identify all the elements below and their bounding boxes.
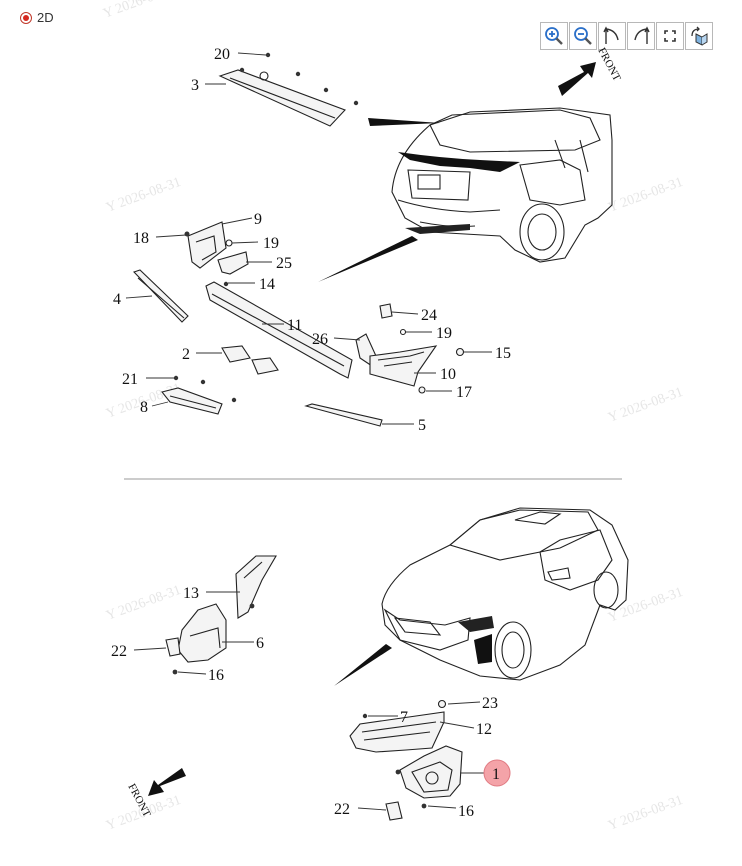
callout-1: 1	[492, 766, 500, 783]
fit-screen-icon	[664, 30, 676, 42]
callout-3: 3	[191, 77, 199, 94]
callout-15: 15	[495, 345, 511, 362]
callout-16: 16	[458, 803, 474, 820]
callouts-upper: 20 3 9 18 19 25 14 4 24 11 19 26 2 15 21…	[113, 46, 511, 434]
callout-18: 18	[133, 230, 149, 247]
rear-vehicle-illustration	[391, 107, 613, 263]
leader-lines-upper	[125, 52, 492, 425]
callout-22: 22	[111, 643, 127, 660]
rotate-right-icon	[634, 26, 650, 44]
callout-11: 11	[287, 317, 302, 334]
part-11-bumper-bar	[205, 281, 353, 379]
watermark: Y 2026-08-31	[104, 583, 183, 624]
view-mode-label: 2D	[37, 10, 54, 25]
watermark: Y 2026-08-31	[606, 385, 685, 426]
callout-17: 17	[456, 384, 472, 401]
callout-19: 19	[263, 235, 279, 252]
part-10-reflector-cluster	[355, 303, 465, 394]
callout-12: 12	[476, 721, 492, 738]
reset-view-icon	[691, 26, 708, 46]
watermark: Y 2026-08-31	[606, 175, 685, 216]
front-label: FRONT	[595, 46, 623, 84]
radio-selected-icon	[20, 11, 32, 24]
callout-22: 22	[334, 801, 350, 818]
pointer-wedge	[334, 644, 392, 686]
fit-screen-button[interactable]	[656, 22, 684, 50]
callouts-lower: 13 6 22 16 23 7 12 1 22 16	[111, 585, 511, 820]
leader-lines-lower	[133, 591, 486, 811]
watermarks: Y 2026-08-31 Y 2026-08-31 Y 2026-08-31 Y…	[101, 0, 685, 834]
callout-21: 21	[122, 371, 138, 388]
callout-10: 10	[440, 366, 456, 383]
highlight-circle[interactable]	[483, 759, 511, 787]
callout-24: 24	[421, 307, 437, 324]
part-1-headlamp	[385, 745, 463, 821]
front-direction-arrow-top: FRONT	[558, 46, 623, 96]
front-vehicle-illustration	[381, 507, 629, 681]
pointer-wedge	[318, 236, 418, 282]
callout-7: 7	[400, 709, 408, 726]
part-2-clips	[221, 345, 279, 375]
callout-20: 20	[214, 46, 230, 63]
part-5-strip	[304, 403, 383, 427]
callout-25: 25	[276, 255, 292, 272]
diagram-toolbar	[540, 22, 713, 50]
watermark: Y 2026-08-31	[606, 793, 685, 834]
rotate-left-button[interactable]	[598, 22, 626, 50]
callout-8: 8	[140, 399, 148, 416]
callout-2: 2	[182, 346, 190, 363]
zoom-out-icon	[574, 27, 592, 45]
callout-5: 5	[418, 417, 426, 434]
callout-23: 23	[482, 695, 498, 712]
part-12-drl-strip	[349, 699, 447, 753]
part-3-rear-trim	[218, 52, 359, 127]
watermark: Y 2026-08-31	[101, 0, 180, 22]
part-6-headlamp-bracket	[165, 555, 277, 675]
reset-view-button[interactable]	[685, 22, 713, 50]
rotate-right-button[interactable]	[627, 22, 655, 50]
callout-14: 14	[259, 276, 275, 293]
watermark: Y 2026-08-31	[104, 175, 183, 216]
callout-26: 26	[312, 331, 328, 348]
view-mode-2d-toggle[interactable]: 2D	[20, 10, 54, 25]
callout-9: 9	[254, 211, 262, 228]
pointer-wedge	[368, 118, 440, 126]
callout-13: 13	[183, 585, 199, 602]
callout-4: 4	[113, 291, 121, 308]
rotate-left-icon	[603, 26, 619, 44]
zoom-out-button[interactable]	[569, 22, 597, 50]
zoom-in-icon	[545, 27, 563, 45]
zoom-in-button[interactable]	[540, 22, 568, 50]
part-8-lamp-bracket	[161, 375, 237, 415]
callout-19: 19	[436, 325, 452, 342]
part-4-side-strip	[133, 269, 189, 323]
part-9-bracket-cluster	[184, 221, 249, 275]
callout-6: 6	[256, 635, 264, 652]
callout-16: 16	[208, 667, 224, 684]
